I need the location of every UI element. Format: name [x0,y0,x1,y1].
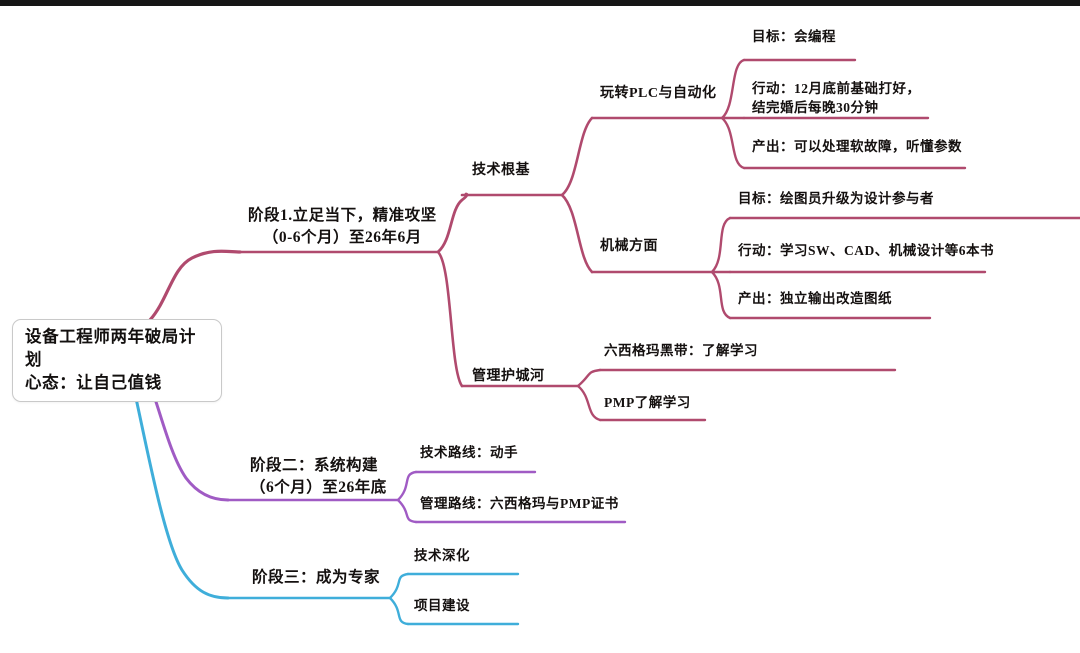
link-mech-output [710,270,732,320]
link-plc-goal [720,58,746,120]
link-stage2-mgmt [396,498,418,524]
root-node[interactable]: 设备工程师两年破局计划 心态：让自己值钱 [12,319,222,403]
link-tech-mechanical [560,193,594,274]
node-plc-goal[interactable]: 目标：会编程 [752,29,836,44]
link-root-stage1 [148,249,242,322]
link-stage2-tech [396,470,418,502]
link-root-stage3 [128,370,230,600]
node-stage2-line1: 阶段二：系统构建 [250,457,379,474]
node-mechanical[interactable]: 机械方面 [600,239,658,254]
node-plc-action-line1: 行动：12月底前基础打好， [752,81,921,96]
link-tech-plc [560,116,594,197]
top-bar [0,0,1080,6]
node-stage2-tech-route[interactable]: 技术路线：动手 [420,445,518,460]
node-stage1[interactable]: 阶段1.立足当下，精准攻坚 （0-6个月）至26年6月 [248,205,437,248]
node-mech-output[interactable]: 产出：独立输出改造图纸 [738,291,892,306]
node-plc[interactable]: 玩转PLC与自动化 [600,86,717,101]
link-stage3-tech [388,572,410,600]
node-six-sigma[interactable]: 六西格玛黑带：了解学习 [604,343,758,358]
link-stage3-project [388,596,410,626]
node-stage3[interactable]: 阶段三：成为专家 [252,569,381,586]
node-pmp[interactable]: PMP了解学习 [604,395,691,410]
node-plc-output[interactable]: 产出：可以处理软故障，听懂参数 [752,139,962,154]
node-stage3-project[interactable]: 项目建设 [414,598,470,613]
node-mech-goal[interactable]: 目标：绘图员升级为设计参与者 [738,191,934,206]
node-stage1-line1: 阶段1.立足当下，精准攻坚 [248,207,437,224]
node-plc-action[interactable]: 行动：12月底前基础打好， 结完婚后每晚30分钟 [752,80,921,118]
link-mech-goal [710,216,732,274]
link-mgmt-sixsigma [576,368,602,388]
node-stage1-line2: （0-6个月）至26年6月 [262,228,422,246]
node-mech-action[interactable]: 行动：学习SW、CAD、机械设计等6本书 [738,243,995,258]
node-stage2-mgmt-route[interactable]: 管理路线：六西格玛与PMP证书 [420,496,619,511]
node-stage2[interactable]: 阶段二：系统构建 （6个月）至26年底 [250,455,387,498]
link-stage1-fork-up [436,192,469,254]
link-mgmt-pmp [576,384,602,422]
root-node-line2: 心态：让自己值钱 [25,372,162,392]
node-management-moat[interactable]: 管理护城河 [472,369,545,384]
node-stage3-tech-deepen[interactable]: 技术深化 [414,548,470,563]
root-node-line1: 设备工程师两年破局计划 [25,327,196,369]
link-plc-output [720,116,746,170]
node-stage2-line2: （6个月）至26年底 [250,478,387,496]
node-tech-foundation[interactable]: 技术根基 [472,163,530,178]
link-stage1-fork-down [436,250,464,388]
node-plc-action-line2: 结完婚后每晚30分钟 [752,99,879,115]
